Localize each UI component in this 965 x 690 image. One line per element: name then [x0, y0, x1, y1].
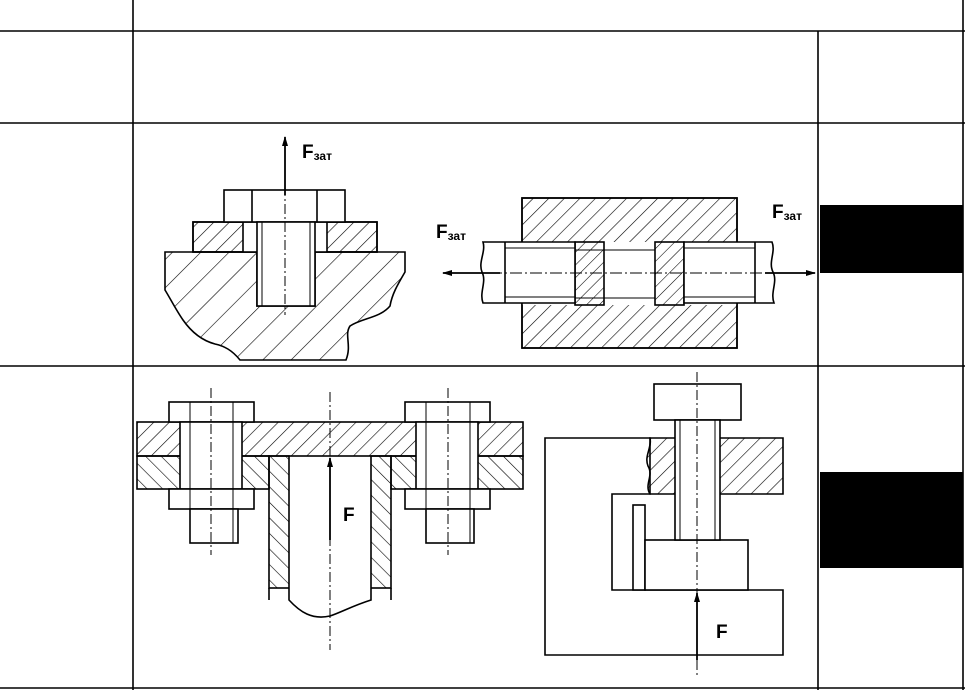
force-label-fig2-left-main: F [436, 222, 448, 243]
force-label-fig1-sub: зат [314, 149, 332, 163]
figure-bracket-bolt [544, 372, 784, 675]
force-label-fig2-left-sub: зат [448, 229, 466, 243]
force-label-fig2-right-sub: зат [784, 209, 802, 223]
figure-flanged-pipe [136, 388, 524, 650]
figure-threaded-coupling [442, 197, 816, 349]
force-label-fig3: F [343, 505, 355, 526]
row-marker-2 [820, 472, 963, 568]
force-label-fig2-left: Fзат [436, 222, 466, 243]
figure-bolt-blind-hole [164, 136, 406, 361]
row-marker-1 [820, 205, 963, 273]
force-label-fig4: F [716, 622, 728, 643]
force-label-fig2-right-main: F [772, 202, 784, 223]
force-label-fig2-right: Fзат [772, 202, 802, 223]
force-label-fig1: Fзат [302, 142, 332, 163]
force-label-fig1-main: F [302, 142, 314, 163]
